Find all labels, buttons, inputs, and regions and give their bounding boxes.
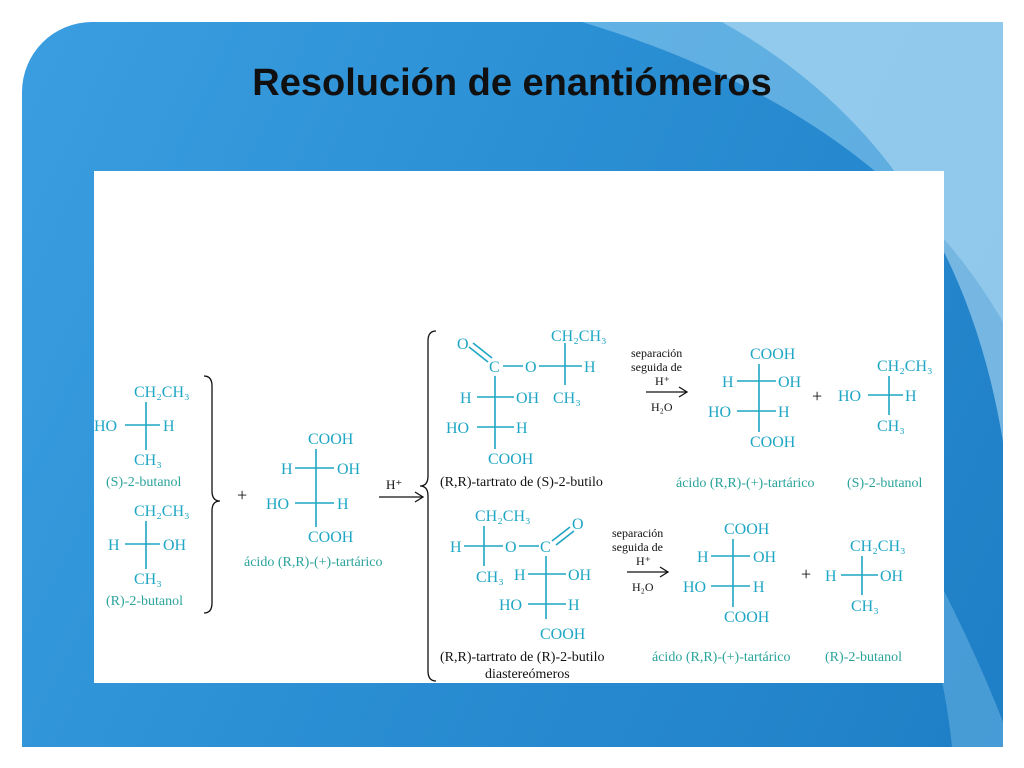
s-butanol-top: CH₂CH₃: [134, 384, 190, 401]
sep-top-reagent: H⁺: [655, 374, 670, 388]
r-butanol-label: (R)-2-butanol: [106, 594, 183, 609]
pb-butanol-top: CH₂CH₃: [850, 538, 906, 555]
pb-tartaric-r2-left: HO: [683, 579, 706, 596]
ester-s-ether-o: O: [525, 359, 537, 376]
pb-tartaric-r1-left: H: [697, 549, 709, 566]
tartaric-label: ácido (R,R)-(+)-tartárico: [244, 555, 383, 570]
sep-bot-reagent: H⁺: [636, 554, 651, 568]
pb-tartaric-bottom: COOH: [724, 609, 770, 626]
r-butanol-structure: CH₂CH₃ H OH CH₃ (R)-2-butanol: [106, 503, 190, 609]
ester-r-carbonyl-o: O: [572, 516, 584, 533]
sep-bot-water: H₂O: [632, 580, 654, 594]
slide-title: Resolución de enantiómeros: [252, 62, 772, 104]
tartaric-top: COOH: [308, 431, 354, 448]
pt-butanol-top: CH₂CH₃: [877, 358, 933, 375]
tartaric-r1-left: H: [281, 461, 293, 478]
pt-tartaric-r1-left: H: [722, 374, 734, 391]
diagram-panel: CH₂CH₃ HO H CH₃ (S)-2-butanol CH₂CH₃ H O…: [94, 171, 944, 683]
pt-butanol-label: (S)-2-butanol: [847, 476, 923, 491]
ester-s-carbonyl-o: O: [457, 336, 469, 353]
pb-tartaric-label: ácido (R,R)-(+)-tartárico: [652, 650, 791, 665]
tartaric-r2-left: HO: [266, 496, 289, 513]
pt-tartaric-top: COOH: [750, 346, 796, 363]
tartaric-bottom: COOH: [308, 529, 354, 546]
ester-s-r2-left: HO: [446, 420, 469, 437]
plus-sign: +: [237, 485, 247, 505]
ester-r-r2-right: H: [568, 597, 580, 614]
ester-s-r1-right: OH: [516, 390, 540, 407]
separation-bottom-arrow: [659, 566, 670, 578]
product-bottom-butanol: CH₂CH₃ H OH CH₃ (R)-2-butanol: [825, 538, 906, 665]
sep-top-line1: separación: [631, 346, 682, 360]
sep-top-line2: seguida de: [631, 360, 682, 374]
tartaric-r1-right: OH: [337, 461, 361, 478]
tartaric-r2-right: H: [337, 496, 349, 513]
ester-r-c: C: [540, 539, 551, 556]
sep-bot-line1: separación: [612, 526, 663, 540]
ester-r-bottom: COOH: [540, 626, 586, 643]
r-butanol-left: H: [108, 537, 120, 554]
pb-butanol-bottom: CH₃: [851, 598, 879, 615]
ester-s-r2-right: H: [516, 420, 528, 437]
product-bottom-tartaric: COOH H OH HO H COOH ácido (R,R)-(+)-tart…: [652, 521, 791, 665]
racemate-brace: [203, 375, 221, 614]
pt-butanol-left: HO: [838, 388, 861, 405]
r-butanol-bottom: CH₃: [134, 571, 162, 588]
plus-bottom: +: [801, 564, 811, 584]
ester-r-structure: CH₂CH₃ H CH₃ O C O H OH HO H COOH (R,R)-…: [440, 508, 604, 682]
s-butanol-bottom: CH₃: [134, 452, 162, 469]
reaction-arrow: [414, 491, 425, 503]
pb-butanol-label: (R)-2-butanol: [825, 650, 902, 665]
pt-tartaric-r1-right: OH: [778, 374, 802, 391]
ester-r-ether-o: O: [505, 539, 517, 556]
ester-s-label: (R,R)-tartrato de (S)-2-butilo: [440, 475, 603, 490]
ester-s-alk-right: H: [584, 359, 596, 376]
pb-tartaric-top: COOH: [724, 521, 770, 538]
pt-butanol-right: H: [905, 388, 917, 405]
s-butanol-structure: CH₂CH₃ HO H CH₃ (S)-2-butanol: [94, 384, 190, 490]
ester-r-alk-top: CH₂CH₃: [475, 508, 531, 525]
ester-r-alk-bottom: CH₃: [476, 569, 504, 586]
arrow-reagent: H⁺: [386, 477, 402, 492]
separation-top: separación seguida de H⁺ H₂O: [631, 346, 689, 414]
r-butanol-top: CH₂CH₃: [134, 503, 190, 520]
separation-bottom: separación seguida de H⁺ H₂O: [612, 526, 670, 594]
ester-s-bottom: COOH: [488, 451, 534, 468]
ester-s-alk-bottom: CH₃: [553, 390, 581, 407]
ester-s-alk-top: CH₂CH₃: [551, 328, 607, 345]
pt-tartaric-bottom: COOH: [750, 434, 796, 451]
pt-tartaric-r2-left: HO: [708, 404, 731, 421]
ester-r-label: (R,R)-tartrato de (R)-2-butilo: [440, 650, 604, 665]
s-butanol-label: (S)-2-butanol: [106, 475, 182, 490]
ester-r-r1-right: OH: [568, 567, 592, 584]
pt-tartaric-r2-right: H: [778, 404, 790, 421]
s-butanol-left: HO: [94, 418, 117, 435]
pt-butanol-bottom: CH₃: [877, 418, 905, 435]
diastereomers-brace: [419, 330, 437, 682]
ester-r-r2-left: HO: [499, 597, 522, 614]
ester-s-r1-left: H: [460, 390, 472, 407]
plus-top: +: [812, 386, 822, 406]
diastereomers-label: diastereómeros: [485, 667, 570, 682]
reaction-diagram: CH₂CH₃ HO H CH₃ (S)-2-butanol CH₂CH₃ H O…: [94, 328, 933, 682]
ester-s-structure: O C O CH₂CH₃ H CH₃ H OH HO H COOH (R,R)-…: [440, 328, 607, 490]
ester-r-r1-left: H: [514, 567, 526, 584]
separation-top-arrow: [678, 386, 689, 398]
pb-butanol-left: H: [825, 568, 837, 585]
ester-r-alk-left: H: [450, 539, 462, 556]
tartaric-acid-structure: COOH H OH HO H COOH ácido (R,R)-(+)-tart…: [244, 431, 383, 570]
product-top-tartaric: COOH H OH HO H COOH ácido (R,R)-(+)-tart…: [676, 346, 815, 491]
pb-tartaric-r2-right: H: [753, 579, 765, 596]
ester-s-c: C: [489, 359, 500, 376]
r-butanol-right: OH: [163, 537, 187, 554]
sep-bot-line2: seguida de: [612, 540, 663, 554]
pb-tartaric-r1-right: OH: [753, 549, 777, 566]
pb-butanol-right: OH: [880, 568, 904, 585]
product-top-butanol: CH₂CH₃ HO H CH₃ (S)-2-butanol: [838, 358, 933, 491]
s-butanol-right: H: [163, 418, 175, 435]
pt-tartaric-label: ácido (R,R)-(+)-tartárico: [676, 476, 815, 491]
sep-top-water: H₂O: [651, 400, 673, 414]
